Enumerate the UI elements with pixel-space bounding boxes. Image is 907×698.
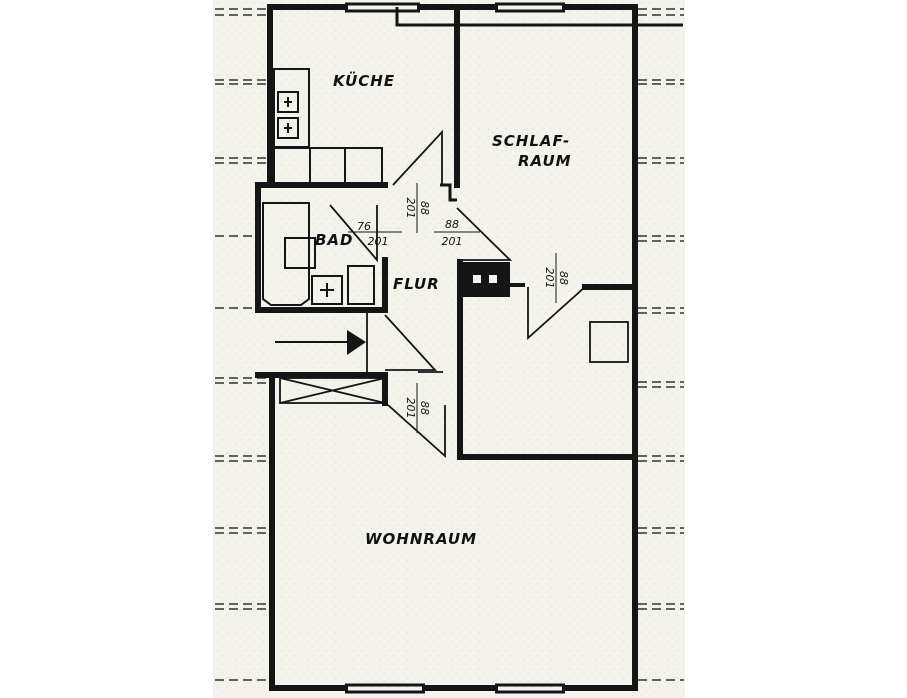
door-height: 201 xyxy=(404,398,417,419)
paper-background xyxy=(213,0,685,698)
door-width: 88 xyxy=(557,271,570,285)
chimney xyxy=(460,262,525,297)
room-label-living: WOHNRAUM xyxy=(365,530,477,548)
door-dimension-living: 88 201 xyxy=(404,383,431,433)
room-label-hall: FLUR xyxy=(393,275,440,293)
room-label-bedroom-line1: SCHLAF- xyxy=(492,132,570,150)
door-dimension-bath: 76 201 xyxy=(348,220,402,248)
door-height: 201 xyxy=(404,198,417,219)
room-label-bedroom-line2: RAUM xyxy=(518,152,572,170)
bath-fittings xyxy=(262,202,375,306)
entrance-arrow xyxy=(275,330,366,355)
door-height: 201 xyxy=(368,235,389,248)
room-label-kitchen: KÜCHE xyxy=(333,71,395,90)
door-width: 88 xyxy=(418,401,431,415)
door-width: 88 xyxy=(418,201,431,215)
neighbour-dashed-lines xyxy=(215,8,684,681)
door-width: 88 xyxy=(445,218,459,231)
room-label-bath: BAD xyxy=(315,231,354,249)
door-dimension-bedroom: 88 201 xyxy=(434,218,480,248)
door-dimension-closet: 88 201 xyxy=(543,253,570,303)
door-height: 201 xyxy=(543,268,556,289)
door-height: 201 xyxy=(442,235,463,248)
door-width: 76 xyxy=(357,220,371,233)
kitchen-counter xyxy=(273,68,383,185)
door-dimension-kitchen: 88 201 xyxy=(404,183,431,233)
door-swings xyxy=(279,129,629,459)
thin-walls xyxy=(345,2,683,694)
